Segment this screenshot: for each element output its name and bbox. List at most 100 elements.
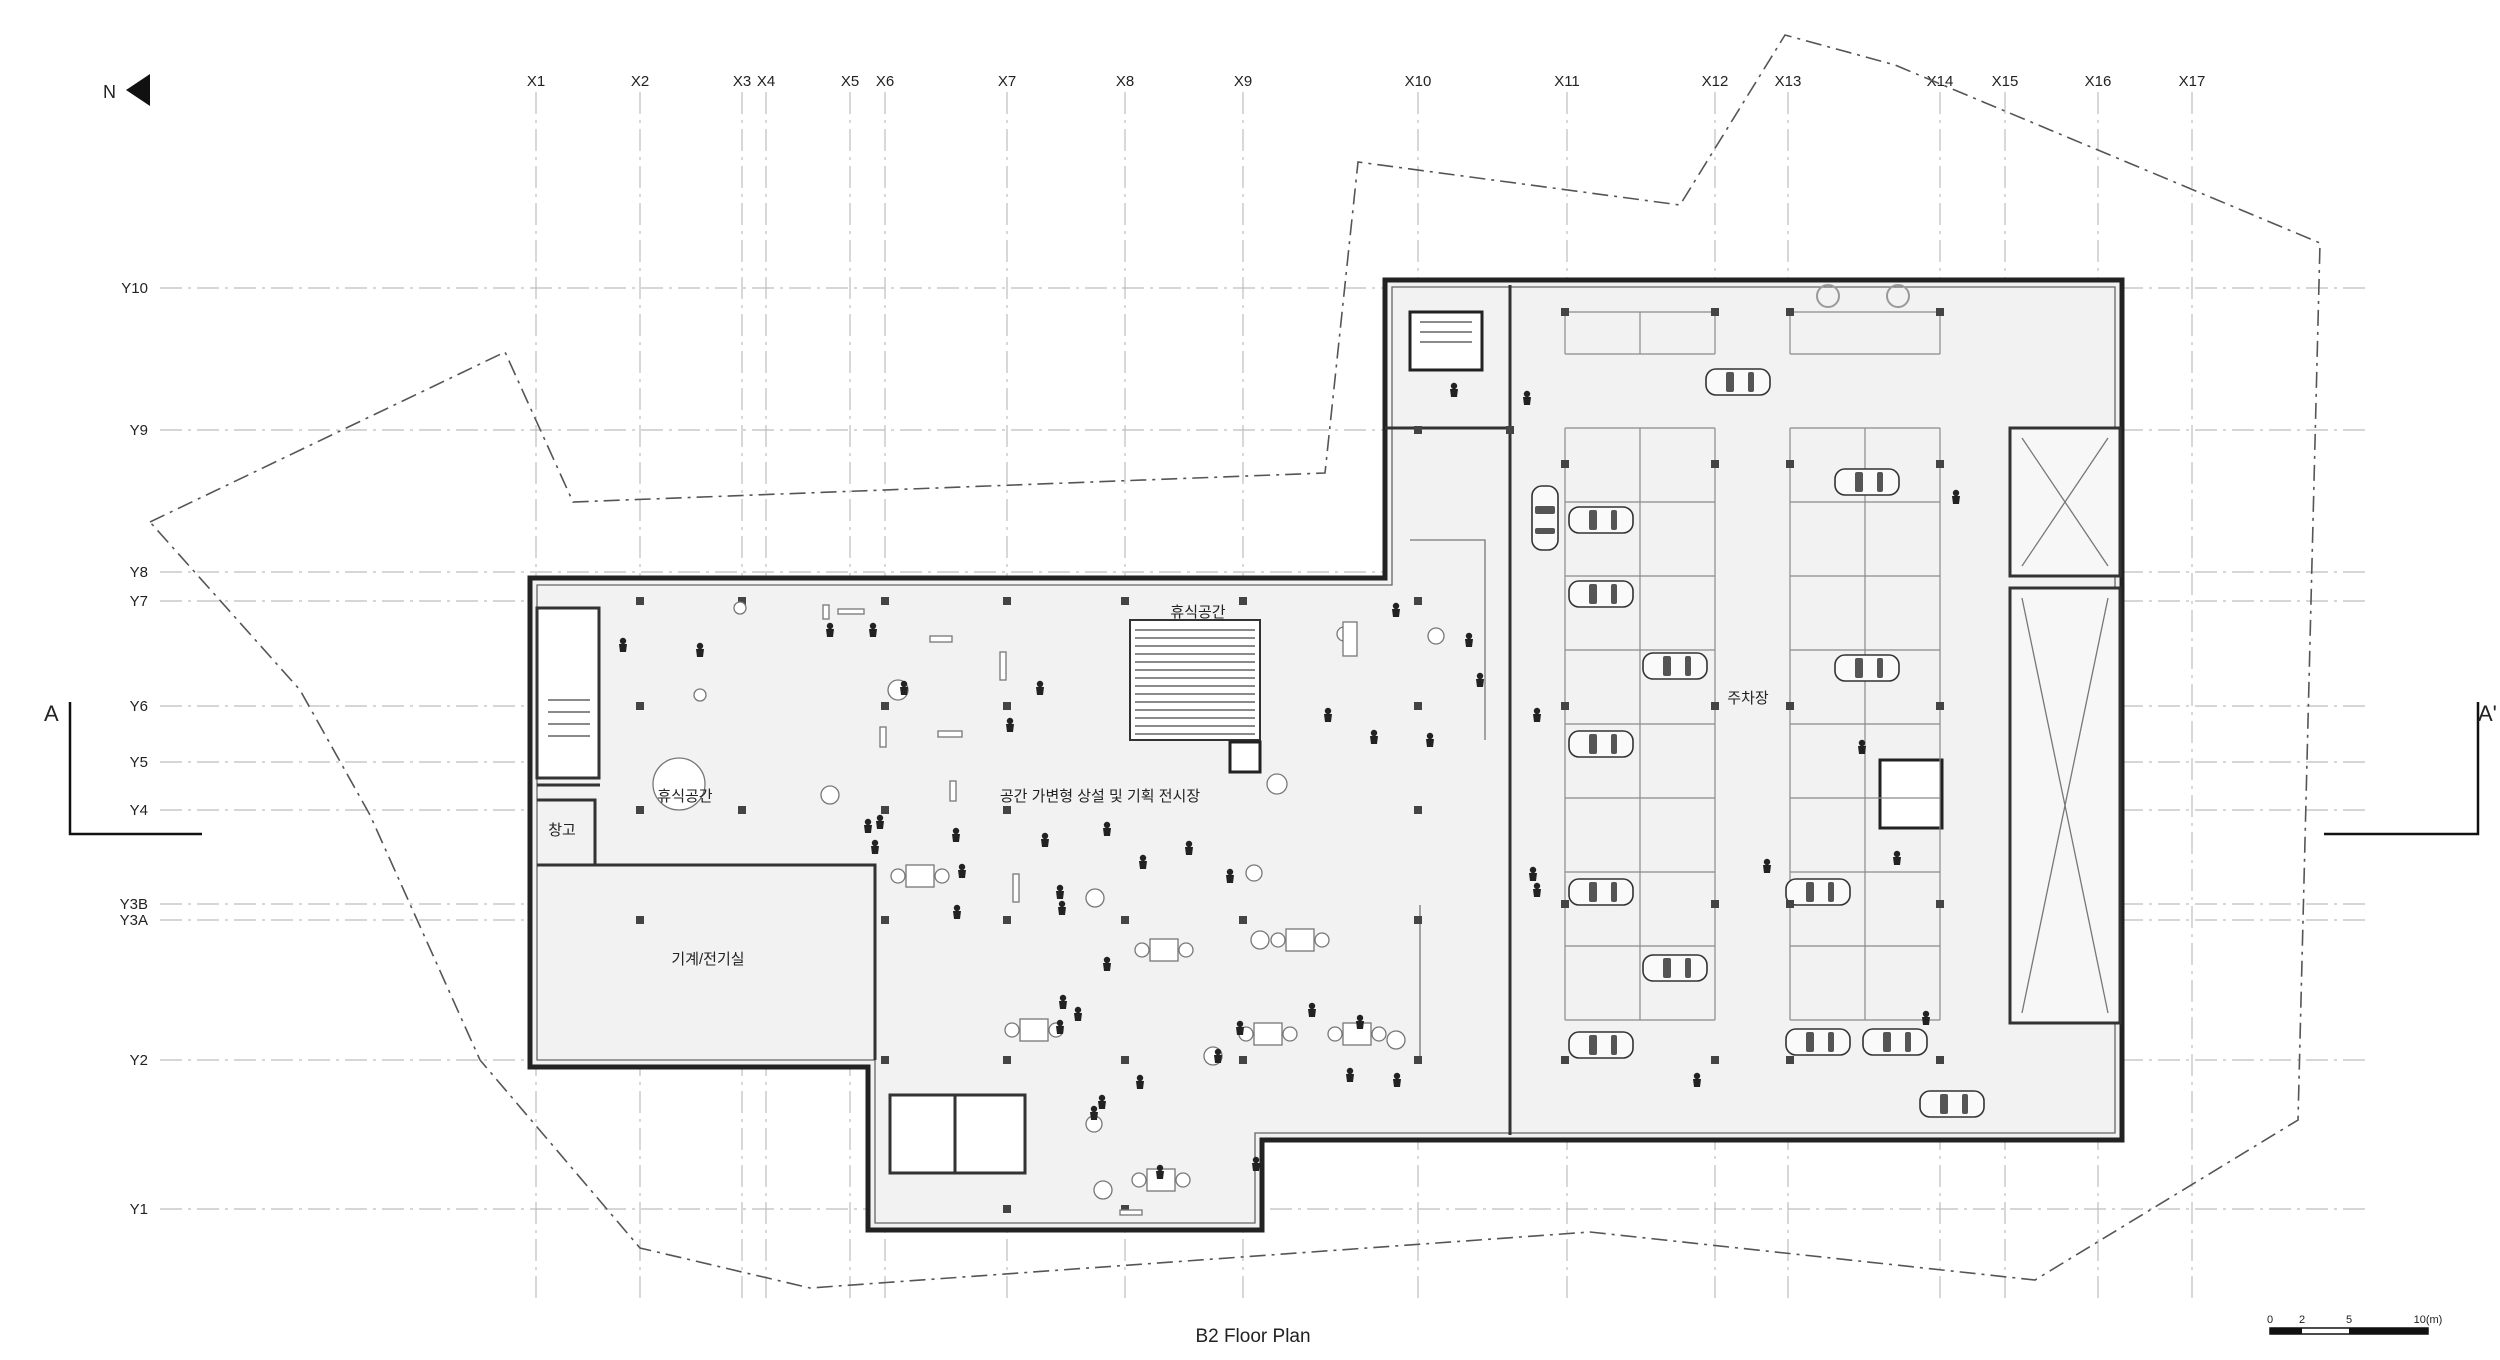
person-figure: [1136, 1074, 1144, 1089]
stool: [1178, 942, 1194, 958]
table: [1019, 1018, 1049, 1042]
grid-label-y1: Y1: [130, 1201, 148, 1218]
section-label-a-prime: A': [2478, 701, 2497, 726]
seat: [1266, 773, 1288, 795]
person-figure: [1156, 1164, 1164, 1179]
person-figure: [1476, 672, 1484, 687]
room-label-mechanical: 기계/전기실: [671, 951, 744, 968]
car-7: [1834, 654, 1900, 682]
person-figure: [869, 622, 877, 637]
person-figure: [1922, 1010, 1930, 1025]
person-figure: [1103, 821, 1111, 836]
column: [1711, 460, 1719, 468]
grid-label-x12: X12: [1702, 73, 1729, 90]
site-boundary: [148, 34, 2321, 1289]
column: [1414, 1056, 1422, 1064]
room-label-parking: 주차장: [1727, 690, 1769, 707]
seat: [1085, 888, 1105, 908]
section-label-a: A: [44, 701, 59, 726]
car-2: [1568, 506, 1634, 534]
column: [1711, 900, 1719, 908]
column: [1121, 1205, 1129, 1213]
person-figure: [1763, 858, 1771, 873]
column: [1239, 916, 1247, 924]
seat: [652, 757, 706, 811]
car-4: [1531, 485, 1559, 551]
person-figure: [1529, 866, 1537, 881]
parking-stalls: [1564, 311, 1941, 1021]
column: [1936, 900, 1944, 908]
stool: [1371, 1026, 1387, 1042]
person-figure: [1041, 832, 1049, 847]
person-figure: [871, 839, 879, 854]
car-13: [1785, 1028, 1851, 1056]
column: [881, 702, 889, 710]
column: [1003, 806, 1011, 814]
room-label-exhibition: 공간 가변형 상설 및 기획 전시장: [1000, 788, 1200, 805]
person-figure: [876, 814, 884, 829]
person-figure: [1214, 1048, 1222, 1063]
display-panel: [937, 730, 963, 738]
table: [1285, 928, 1315, 952]
person-figure: [1103, 956, 1111, 971]
person-figure: [1036, 680, 1044, 695]
north-label: N: [103, 82, 116, 102]
car-12: [1568, 1031, 1634, 1059]
column: [1786, 460, 1794, 468]
column: [1121, 916, 1129, 924]
seat: [1093, 1180, 1113, 1200]
person-figure: [1098, 1094, 1106, 1109]
stool: [890, 868, 906, 884]
person-figure: [1450, 382, 1458, 397]
furniture: [652, 601, 1445, 1216]
display-panel: [1012, 873, 1020, 903]
building: [527, 277, 2125, 1233]
grid-label-y4: Y4: [130, 802, 148, 819]
column: [881, 1056, 889, 1064]
column: [1506, 426, 1514, 434]
column: [1414, 702, 1422, 710]
section-marker-right: [2324, 702, 2480, 836]
central-stair: [1129, 619, 1261, 741]
column: [1003, 1056, 1011, 1064]
car-1: [1705, 368, 1771, 396]
car-8: [1568, 730, 1634, 758]
person-figure: [1308, 1002, 1316, 1017]
person-figure: [1058, 900, 1066, 915]
person-figure: [900, 680, 908, 695]
column: [738, 806, 746, 814]
seat: [1427, 627, 1445, 645]
column: [1239, 1056, 1247, 1064]
room-label-storage: 창고: [548, 822, 576, 839]
scale-tick-2: 2: [2299, 1314, 2305, 1326]
column: [1121, 1056, 1129, 1064]
person-figure: [1952, 489, 1960, 504]
person-figure: [826, 622, 834, 637]
grid-label-x7: X7: [998, 73, 1016, 90]
grid-label-y10: Y10: [121, 280, 148, 297]
person-figure: [1226, 868, 1234, 883]
column: [1239, 597, 1247, 605]
grid-label-y6: Y6: [130, 698, 148, 715]
person-figure: [1074, 1006, 1082, 1021]
column: [1561, 702, 1569, 710]
column: [1786, 900, 1794, 908]
scale-bar: [2269, 1327, 2429, 1335]
column: [1003, 597, 1011, 605]
person-figure: [953, 904, 961, 919]
north-arrow-icon: [126, 74, 150, 106]
display-panel: [879, 726, 887, 748]
person-figure: [1426, 732, 1434, 747]
grid-label-x5: X5: [841, 73, 859, 90]
column: [1711, 702, 1719, 710]
person-figure: [1370, 729, 1378, 744]
stool: [1131, 1172, 1147, 1188]
column: [881, 806, 889, 814]
stool: [1004, 1022, 1020, 1038]
person-figure: [1392, 602, 1400, 617]
drawing-title: B2 Floor Plan: [1195, 1326, 1310, 1347]
scale-tick-0: 0: [2267, 1314, 2273, 1326]
grid-label-y7: Y7: [130, 593, 148, 610]
